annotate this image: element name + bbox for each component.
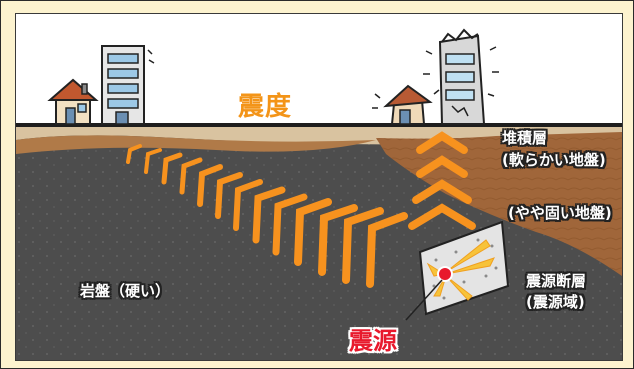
damaged-house-icon <box>372 84 440 125</box>
damaged-building-icon <box>423 28 499 125</box>
apartment-building-icon <box>101 45 155 125</box>
earthquake-cross-section <box>16 28 622 360</box>
bedrock-label: 岩盤（硬い） <box>80 282 171 300</box>
seismic-wave-icon <box>126 131 476 288</box>
hypocenter-icon <box>437 266 453 282</box>
sediment-layer-label: 堆積層 <box>502 129 548 147</box>
hypocenter-label: 震源 <box>349 327 397 355</box>
seismic-intensity-label: 震度 <box>238 92 293 122</box>
diagram-panel: 震度 堆積層 (軟らかい地盤) (やや固い地盤) 震源断層 (震源域) 岩盤（硬… <box>15 13 623 361</box>
source-pointer-line <box>405 279 443 321</box>
soft-ground-label: (軟らかい地盤) <box>502 151 606 169</box>
fault-plane-icon <box>418 220 510 316</box>
source-region-label: (震源域) <box>526 293 585 311</box>
source-fault-label: 震源断層 <box>526 272 587 290</box>
hard-ground-label: (やや固い地盤) <box>508 204 612 222</box>
house-icon <box>47 78 99 125</box>
